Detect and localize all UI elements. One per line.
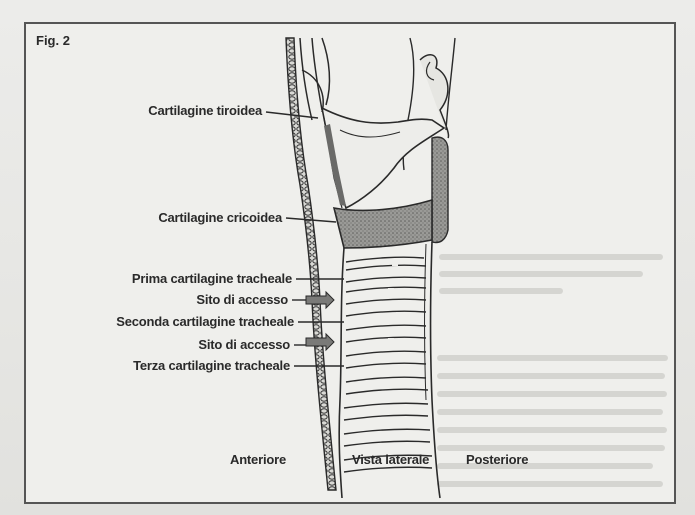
label-first-tracheal-cartilage: Prima cartilagine tracheale: [90, 272, 292, 286]
cricoid-posterior-lamina: [432, 137, 448, 242]
label-posterior: Posteriore: [466, 453, 528, 467]
label-thyroid-cartilage: Cartilagine tiroidea: [110, 104, 262, 118]
label-anterior: Anteriore: [230, 453, 286, 467]
label-access-site-1: Sito di accesso: [150, 293, 288, 307]
label-lateral-view: Vista laterale: [352, 453, 429, 467]
hyoid-outline: [300, 38, 329, 120]
label-access-site-2: Sito di accesso: [150, 338, 290, 352]
label-cricoid-cartilage: Cartilagine cricoidea: [110, 211, 282, 225]
label-second-tracheal-cartilage: Seconda cartilagine tracheale: [70, 315, 294, 329]
label-third-tracheal-cartilage: Terza cartilagine tracheale: [80, 359, 290, 373]
trachea-anterior-wall: [339, 248, 344, 498]
trachea-posterior-wall: [431, 242, 441, 498]
anterior-soft-tissue-band: [286, 38, 336, 490]
